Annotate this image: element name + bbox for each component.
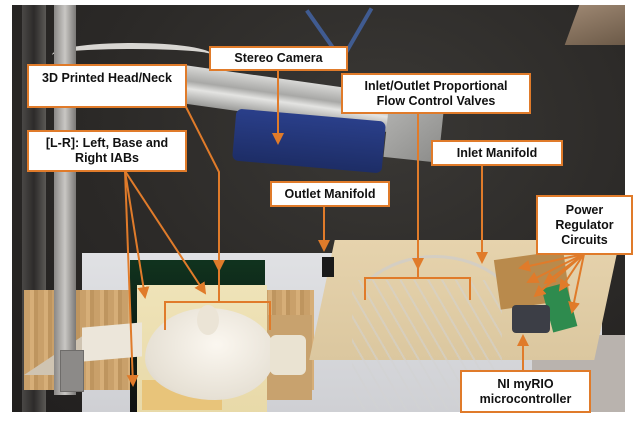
pole-bracket [60, 350, 84, 392]
label-outlet-manifold: Outlet Manifold [270, 181, 390, 207]
neck-mechanism [270, 335, 306, 375]
pneumatic-tubing [342, 255, 528, 411]
label-line: Flow Control Valves [376, 93, 496, 108]
label-line: Right IABs [75, 151, 139, 165]
label-line: Regulator [555, 217, 614, 232]
label-line: Circuits [561, 232, 608, 247]
label-head-neck: 3D Printed Head/Neck [27, 64, 187, 108]
label-myrio: NI myRIO microcontroller [460, 370, 591, 413]
label-line: Stereo Camera [234, 51, 323, 65]
label-inlet-manifold: Inlet Manifold [431, 140, 563, 166]
white-cable [52, 43, 212, 67]
neck-slide-plate [82, 322, 142, 362]
label-line: Inlet/Outlet Proportional [364, 78, 508, 93]
label-flow-control-valves: Inlet/Outlet Proportional Flow Control V… [341, 73, 531, 114]
phantom-ear [197, 305, 219, 335]
outlet-manifold-part [322, 257, 334, 277]
label-line: [L-R]: Left, Base and [45, 136, 169, 150]
label-power-regulator: Power Regulator Circuits [536, 195, 633, 255]
myrio-device [512, 305, 550, 333]
label-line: Power [565, 202, 604, 217]
label-line: NI myRIO [497, 376, 554, 391]
label-line: 3D Printed Head/Neck [42, 71, 172, 85]
label-iabs: [L-R]: Left, Base and Right IABs [27, 130, 187, 172]
label-line: Inlet Manifold [456, 145, 538, 160]
label-line: Outlet Manifold [284, 186, 376, 201]
setup-photograph [12, 5, 625, 412]
label-stereo-camera: Stereo Camera [209, 46, 348, 71]
label-line: microcontroller [479, 391, 572, 406]
